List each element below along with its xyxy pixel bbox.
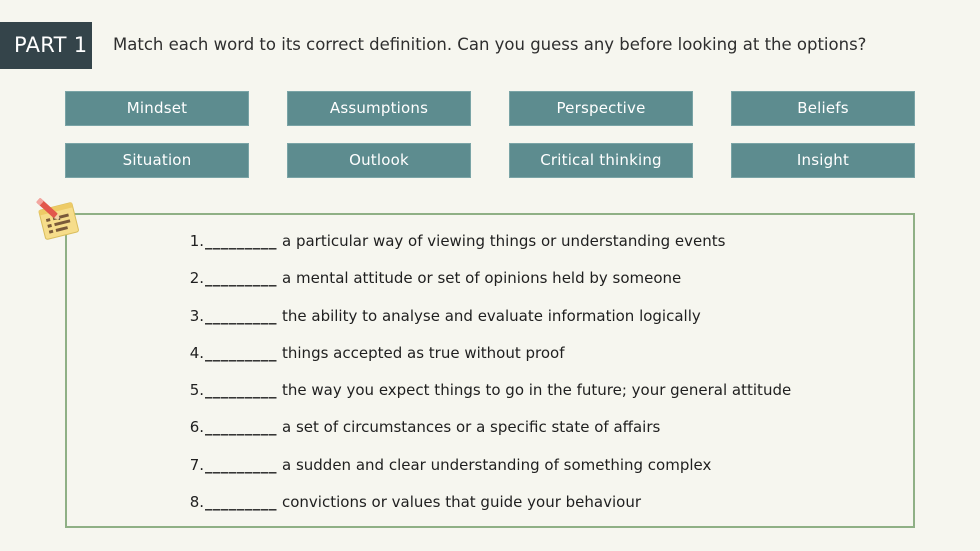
definition-text: a mental attitude or set of opinions hel… [282, 269, 682, 288]
word-bank: Mindset Assumptions Perspective Beliefs … [65, 91, 915, 178]
definitions-box: 1._________a particular way of viewing t… [65, 213, 915, 528]
word-tile-beliefs[interactable]: Beliefs [731, 91, 915, 126]
definition-number: 5. [189, 381, 204, 400]
definition-item: 3._________ the ability to analyse and ev… [182, 302, 791, 339]
word-tile-outlook[interactable]: Outlook [287, 143, 471, 178]
definition-number: 8. [189, 493, 204, 512]
definitions-list: 1._________a particular way of viewing t… [182, 227, 792, 525]
definition-text: things accepted as true without proof [282, 343, 565, 362]
definition-item: 8._________ convictions or values that gu… [182, 488, 791, 525]
word-tile-mindset[interactable]: Mindset [65, 91, 249, 126]
word-tile-insight[interactable]: Insight [731, 143, 915, 178]
word-tile-assumptions[interactable]: Assumptions [287, 91, 471, 126]
definition-number: 6. [189, 418, 204, 437]
definition-text: a sudden and clear understanding of some… [282, 455, 712, 474]
instruction-text: Match each word to its correct definitio… [113, 35, 867, 54]
definition-text: a set of circumstances or a specific sta… [282, 418, 661, 437]
definition-text: the ability to analyse and evaluate info… [282, 306, 701, 325]
definition-number: 3. [189, 306, 204, 325]
definition-item: 5._________ the way you expect things to … [182, 376, 792, 413]
answer-blank[interactable]: _________ [205, 232, 277, 250]
word-tile-critical-thinking[interactable]: Critical thinking [509, 143, 693, 178]
memo-pencil-icon [33, 196, 85, 244]
definition-number: 1. [189, 232, 204, 250]
answer-blank[interactable]: _________ [205, 455, 277, 474]
definition-text: a particular way of viewing things or un… [282, 232, 726, 250]
word-tile-situation[interactable]: Situation [65, 143, 249, 178]
answer-blank[interactable]: _________ [205, 343, 277, 362]
definition-text: convictions or values that guide your be… [282, 493, 641, 512]
part-badge: PART 1 [0, 22, 92, 69]
definition-item: 6._________ a set of circumstances or a s… [182, 413, 791, 450]
definition-number: 4. [189, 343, 204, 362]
answer-blank[interactable]: _________ [205, 381, 277, 400]
definition-text: the way you expect things to go in the f… [282, 381, 792, 400]
definition-item: 2._________ a mental attitude or set of o… [182, 264, 791, 301]
definition-number: 7. [189, 455, 204, 474]
answer-blank[interactable]: _________ [205, 418, 277, 437]
answer-blank[interactable]: _________ [205, 493, 277, 512]
answer-blank[interactable]: _________ [205, 269, 277, 288]
definition-item: 7._________ a sudden and clear understand… [182, 451, 791, 488]
definition-item: 1._________ a particular way of viewing t… [182, 227, 791, 264]
answer-blank[interactable]: _________ [205, 306, 277, 325]
definition-item: 4._________ things accepted as true witho… [182, 339, 791, 376]
word-tile-perspective[interactable]: Perspective [509, 91, 693, 126]
definition-number: 2. [189, 269, 204, 288]
